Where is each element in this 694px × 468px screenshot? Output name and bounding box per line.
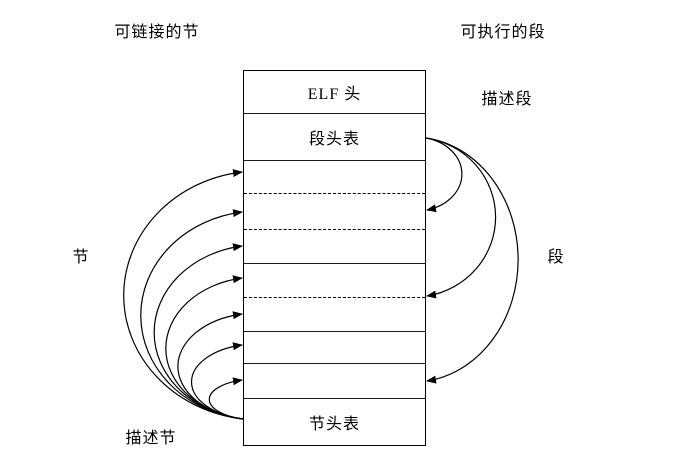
section-arrow-6	[190, 342, 244, 420]
segment-arrow-3	[425, 137, 519, 384]
segment-arrows-group	[425, 137, 519, 384]
section-arrow-4	[165, 275, 244, 420]
section-arrow-1	[123, 169, 244, 420]
section-arrows-group	[123, 169, 244, 420]
row-section-4	[244, 264, 425, 298]
row-section-header-table: 节头表	[244, 399, 425, 444]
label-segment: 段	[547, 249, 565, 266]
label-section: 节	[72, 249, 90, 266]
row-program-header-table: 段头表	[244, 114, 425, 161]
row-section-2	[244, 194, 425, 230]
segment-arrow-2	[425, 137, 497, 299]
section-arrow-7	[208, 377, 244, 420]
row-label: 节头表	[308, 415, 360, 433]
label-describe-section: 描述节	[125, 430, 177, 447]
row-label: ELF 头	[307, 86, 362, 103]
label-executable-segments: 可执行的段	[460, 24, 546, 41]
elf-file-box: ELF 头 段头表 节头表	[243, 70, 426, 446]
row-label: 段头表	[308, 131, 360, 148]
label-describe-segment: 描述段	[481, 91, 533, 108]
row-section-7	[244, 364, 425, 399]
row-section-1	[244, 161, 425, 194]
section-arrow-2	[140, 209, 244, 420]
row-section-3	[244, 230, 425, 264]
segment-arrow-1	[425, 137, 463, 213]
row-elf-header: ELF 头	[244, 71, 425, 114]
row-section-6	[244, 332, 425, 364]
row-section-5	[244, 298, 425, 332]
label-linkable-sections: 可链接的节	[114, 24, 200, 41]
